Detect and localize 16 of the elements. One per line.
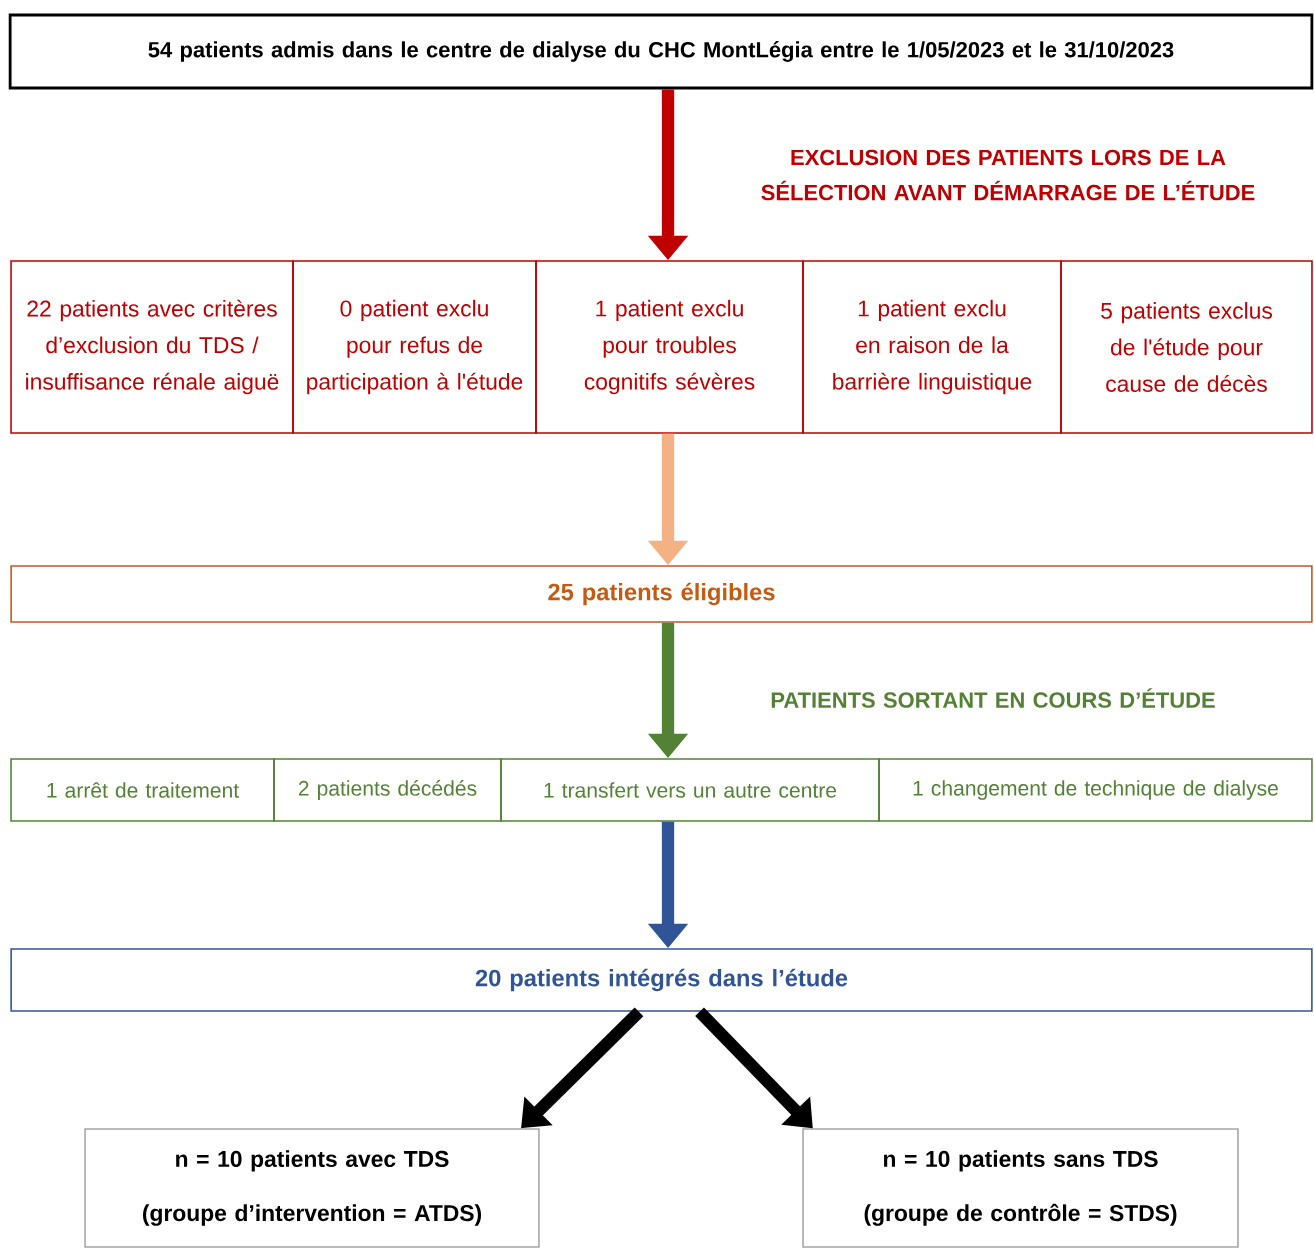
flow-box: 0 patient exclu pour refus de participation à l'étude [292,260,537,434]
section-heading: EXCLUSION DES PATIENTS LORS DE LA SÉLECTION AVANT DÉMARRAGE DE L’ÉTUDE [761,149,1255,201]
flow-box: 54 patients admis dans le centre de dialyse du CHC MontLégia entre le 1/05/2023 et le 31/10/2023 [8,13,1314,90]
flow-box: 2 patients décédés [273,758,502,822]
flow-box: 1 transfert vers un autre centre [500,758,880,822]
flow-box: 5 patients exclus de l'étude pour cause de décès [1060,260,1313,434]
flow-box: 1 arrêt de traitement [10,758,275,822]
flow-box: 1 changement de technique de dialyse [878,758,1313,822]
flow-box: 1 patient exclu en raison de la barrière linguistique [802,260,1062,434]
flow-box: 25 patients éligibles [10,565,1313,623]
flow-box: 22 patients avec critères d’exclusion du TDS / insuffisance rénale aiguë [10,260,294,434]
flow-box: n = 10 patients sans TDS (groupe de contrôle = STDS) [802,1128,1239,1248]
section-heading: PATIENTS SORTANT EN COURS D’ÉTUDE [771,688,1215,708]
flow-box: 1 patient exclu pour troubles cognitifs sévères [535,260,804,434]
flow-box: n = 10 patients avec TDS (groupe d’intervention = ATDS) [84,1128,540,1248]
flow-box: 20 patients intégrés dans l’étude [10,948,1313,1012]
